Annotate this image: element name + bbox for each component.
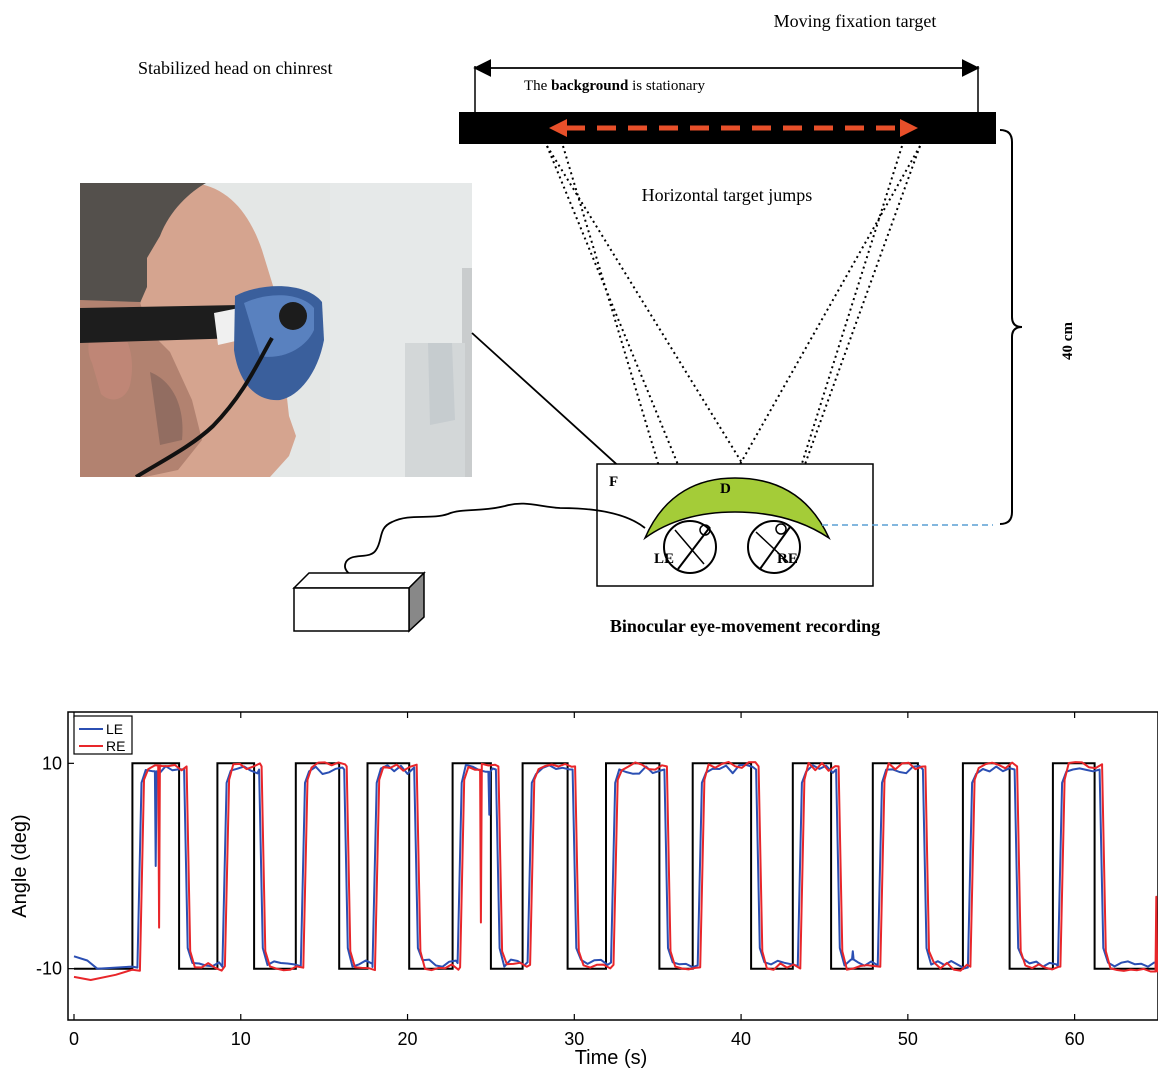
head-stabilization-label: Stabilized head on chinrest (138, 58, 332, 78)
x-tick-label: 0 (69, 1029, 79, 1049)
distance-bracket (999, 129, 1023, 525)
right-eye-label: RE (777, 551, 798, 567)
horizontal-jumps-label: Horizontal target jumps (642, 185, 813, 205)
x-tick-label: 60 (1065, 1029, 1085, 1049)
dichroic-label: D (720, 481, 731, 497)
legend-label-re: RE (106, 738, 125, 754)
left-eye (663, 520, 717, 574)
subject-photo (80, 183, 472, 477)
x-tick-label: 10 (231, 1029, 251, 1049)
target-jump-arrow (549, 119, 918, 137)
x-tick-label: 50 (898, 1029, 918, 1049)
background-stationary-label: The background is stationary (524, 78, 705, 94)
x-axis-label: Time (s) (575, 1047, 648, 1069)
right-eye (747, 520, 801, 574)
left-eye-label: LE (654, 551, 674, 567)
target-trace (74, 762, 1158, 970)
moving-target-label: Moving fixation target (774, 11, 937, 31)
legend-label-le: LE (106, 721, 123, 737)
y-tick-label: 10 (42, 753, 62, 773)
moving-target-span-bracket (473, 59, 980, 114)
recording-label: Binocular eye-movement recording (610, 616, 880, 636)
distance-label: 40 cm (1060, 322, 1076, 360)
x-tick-label: 40 (731, 1029, 751, 1049)
x-tick-label: 20 (398, 1029, 418, 1049)
recorder-box (292, 571, 426, 633)
dichroic-mirror (643, 477, 831, 541)
y-axis-label: Angle (deg) (9, 814, 31, 917)
x-tick-label: 30 (564, 1029, 584, 1049)
frame-label: F (609, 474, 618, 490)
goggle-cable (344, 502, 646, 581)
legend-box (73, 715, 133, 755)
trace-re (73, 760, 1158, 981)
y-tick-label: -10 (36, 959, 62, 979)
trace-le (73, 763, 1156, 970)
